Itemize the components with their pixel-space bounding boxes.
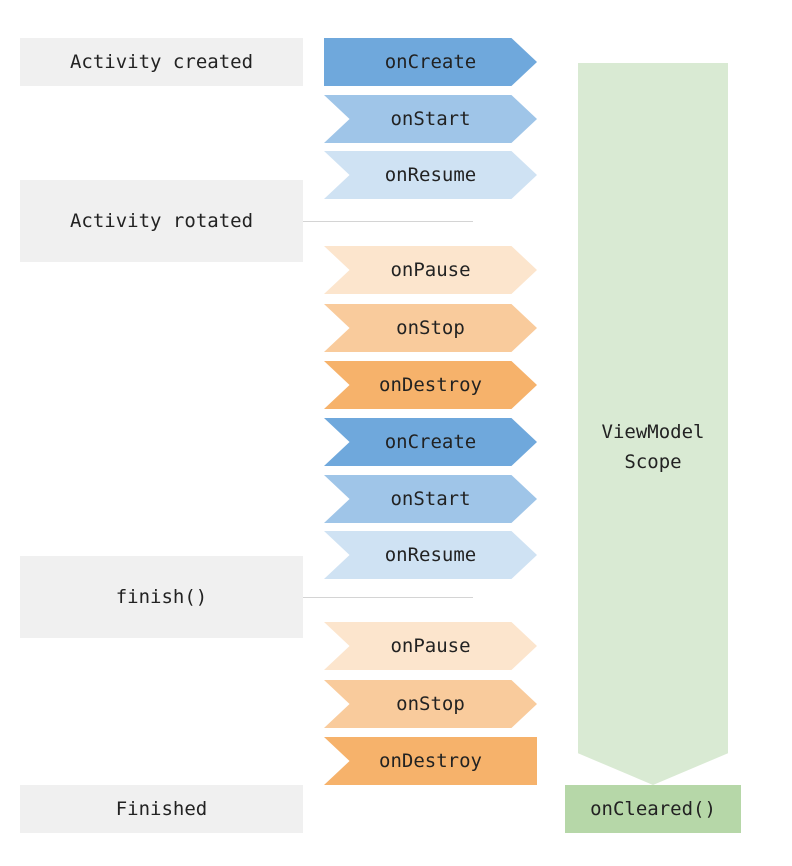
callback-onstop: onStop bbox=[324, 680, 537, 728]
callback-onstop: onStop bbox=[324, 304, 537, 352]
scope-label-line1: ViewModel bbox=[601, 421, 705, 443]
state-finished: Finished bbox=[20, 785, 303, 833]
state-finish: finish() bbox=[20, 556, 303, 638]
connector-line-rotated bbox=[303, 221, 473, 222]
callback-onresume: onResume bbox=[324, 151, 537, 199]
callback-onresume: onResume bbox=[324, 531, 537, 579]
callback-oncreate: onCreate bbox=[324, 38, 537, 86]
viewmodel-scope-arrow bbox=[578, 63, 728, 785]
callback-ondestroy: onDestroy bbox=[324, 737, 537, 785]
state-activity-created: Activity created bbox=[20, 38, 303, 86]
state-activity-rotated: Activity rotated bbox=[20, 180, 303, 262]
viewmodel-scope-label: ViewModel Scope bbox=[578, 417, 728, 477]
connector-line-finish bbox=[303, 597, 473, 598]
scope-label-line2: Scope bbox=[624, 451, 682, 473]
callback-onpause: onPause bbox=[324, 622, 537, 670]
callback-onpause: onPause bbox=[324, 246, 537, 294]
callback-oncreate: onCreate bbox=[324, 418, 537, 466]
oncleared-box: onCleared() bbox=[565, 785, 741, 833]
callback-onstart: onStart bbox=[324, 475, 537, 523]
callback-onstart: onStart bbox=[324, 95, 537, 143]
callback-ondestroy: onDestroy bbox=[324, 361, 537, 409]
